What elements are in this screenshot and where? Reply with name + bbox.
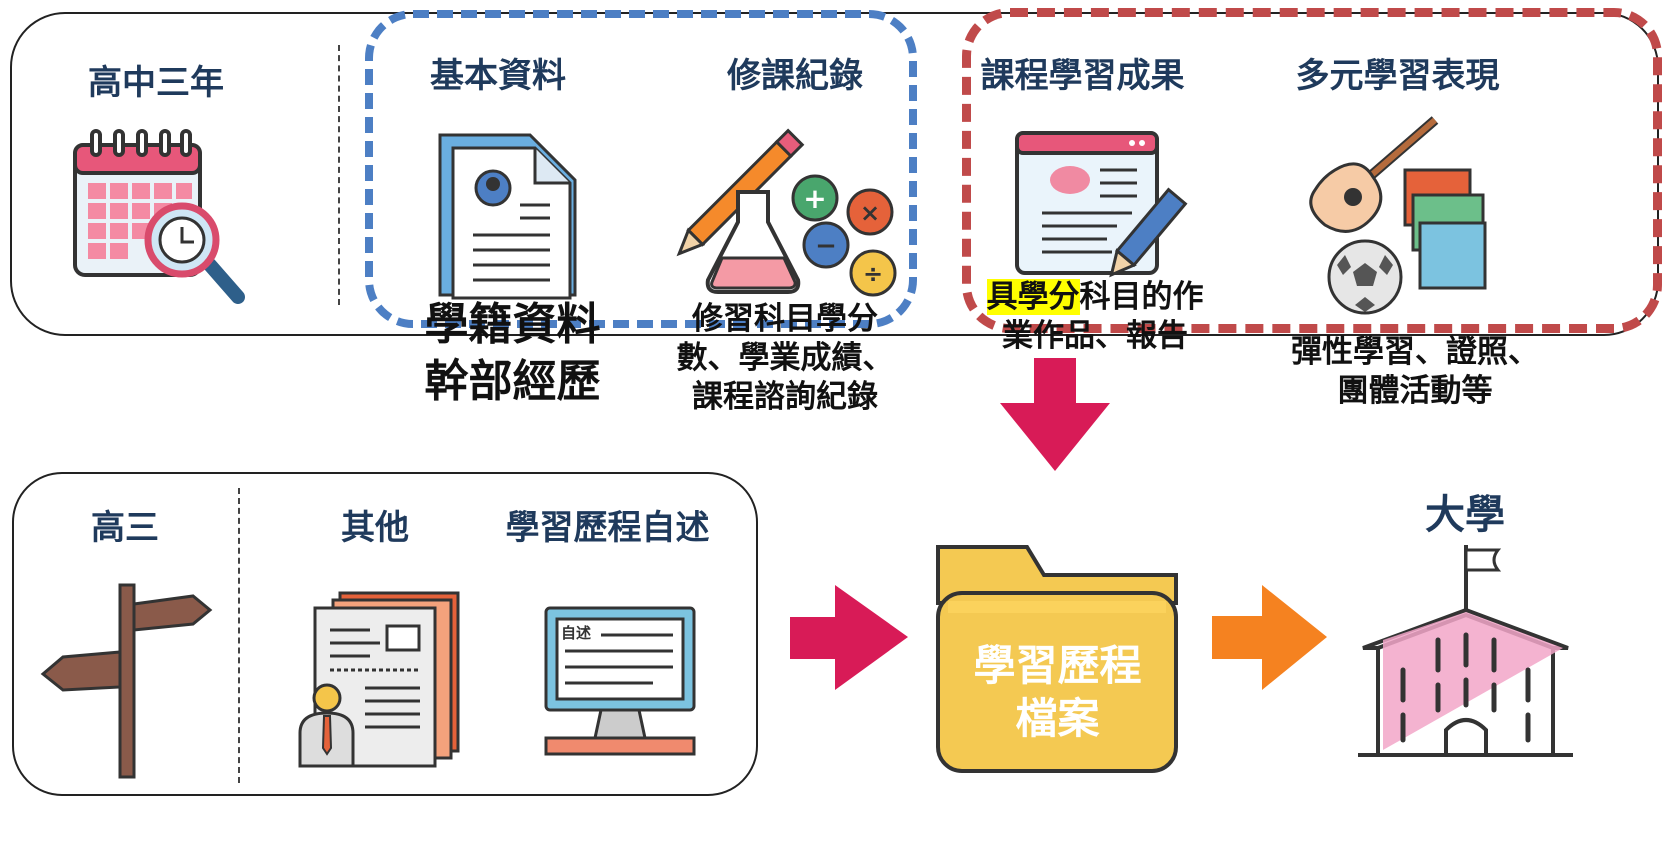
screen-self-statement-text: 自述 xyxy=(561,624,591,642)
right-arrow-crimson xyxy=(790,585,908,690)
course-record-caption-line2: 數、學業成績、 xyxy=(676,339,894,376)
course-record-title: 修課紀錄 xyxy=(727,56,863,96)
other-title: 其他 xyxy=(341,508,409,548)
course-record-caption: 修習科目學分 數、學業成績、 課程諮詢紀錄 xyxy=(665,300,905,416)
signpost-icon xyxy=(40,583,213,779)
diverse-caption: 彈性學習、證照、 團體活動等 xyxy=(1275,333,1555,411)
learning-results-caption-line1: 具學分科目的作 xyxy=(960,278,1230,317)
basic-info-title: 基本資料 xyxy=(430,56,566,96)
university-building-icon xyxy=(1358,545,1573,757)
bottom-row-divider xyxy=(238,488,240,783)
documents-person-icon xyxy=(298,591,460,768)
learning-results-caption: 具學分科目的作 業作品、報告 xyxy=(960,278,1230,356)
learning-results-title: 課程學習成果 xyxy=(980,56,1185,96)
basic-info-caption-line2: 幹部經歷 xyxy=(424,356,601,408)
svg-text:×: × xyxy=(860,199,880,227)
course-record-caption-line3: 課程諮詢紀錄 xyxy=(692,378,878,415)
diverse-performance-title: 多元學習表現 xyxy=(1295,56,1500,96)
learning-results-caption-line2: 業作品、報告 xyxy=(1002,317,1188,354)
resume-document-icon xyxy=(438,133,577,300)
learning-results-caption-line1-rest: 科目的作 xyxy=(1079,279,1204,315)
right-arrow-orange xyxy=(1212,585,1327,690)
credit-highlight: 具學分 xyxy=(986,279,1080,315)
self-statement-title: 學習歷程自述 xyxy=(505,508,710,548)
portfolio-label-line2: 檔案 xyxy=(1015,693,1100,743)
pencil-flask-math-icon: + × − ÷ xyxy=(676,128,897,297)
svg-text:−: − xyxy=(815,231,837,261)
portfolio-label: 學習歷程 檔案 xyxy=(945,640,1170,745)
grade-label-senior: 高三 xyxy=(91,508,159,548)
grade-label-three-years: 高中三年 xyxy=(88,63,224,103)
top-row-divider xyxy=(338,45,340,305)
university-label: 大學 xyxy=(1425,492,1505,538)
basic-info-caption: 學籍資料 幹部經歷 xyxy=(415,296,610,410)
basic-info-caption-line1: 學籍資料 xyxy=(424,299,601,350)
blue-group-frame xyxy=(365,10,917,328)
report-pen-icon xyxy=(1015,131,1188,278)
portfolio-label-line1: 學習歷程 xyxy=(973,641,1142,690)
svg-text:+: + xyxy=(803,182,826,215)
calendar-magnifier-icon xyxy=(73,129,245,304)
down-arrow xyxy=(1000,358,1110,471)
diverse-caption-line1: 彈性學習、證照、 xyxy=(1291,334,1539,370)
red-group-frame xyxy=(962,8,1662,333)
monitor-self-statement-icon: 自述 xyxy=(544,606,696,756)
svg-text:÷: ÷ xyxy=(863,260,883,288)
course-record-caption-line1: 修習科目學分 xyxy=(692,301,878,337)
portfolio-folder-icon xyxy=(936,545,1178,773)
guitar-books-ball-icon xyxy=(1309,116,1487,315)
diverse-caption-line2: 團體活動等 xyxy=(1337,372,1493,409)
